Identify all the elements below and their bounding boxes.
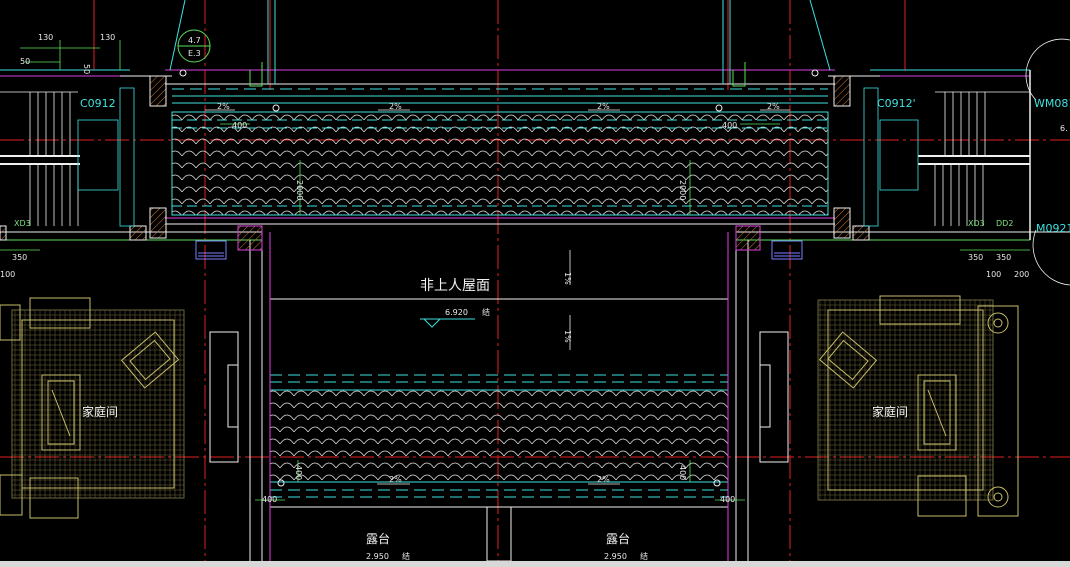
upper-roof-tiles (165, 83, 835, 216)
center-walls (0, 217, 1070, 562)
elevation-terrace-right-value: 2.950 (604, 552, 627, 561)
dim-50-b: 50 (82, 64, 91, 74)
dim-400-br: 400 (678, 465, 687, 480)
room-label-family-left: 家庭间 (82, 404, 118, 419)
dim-130-a: 130 (38, 33, 53, 42)
callout-top-text: 4.7 (188, 36, 201, 45)
elevation-terrace-left-note: 结 (402, 551, 410, 561)
dim-130-b: 130 (100, 33, 115, 42)
slope-top-1: 2% (217, 102, 230, 111)
dim-400-bll: 400 (262, 495, 277, 504)
dim-100-l: 100 (0, 270, 15, 279)
door-tag-right-bottom: M0921 (1036, 222, 1070, 235)
lower-roof-tiles (270, 298, 728, 508)
elevation-roof-note: 结 (482, 307, 490, 317)
dimension-lines (0, 40, 1030, 501)
callout-bottom-text: E.3 (188, 49, 201, 58)
window-tag-left: C0912 (80, 97, 116, 110)
dim-2000-r: 2000 (678, 180, 687, 200)
drains (179, 69, 819, 487)
dim-350-rb: 350 (996, 253, 1011, 262)
dim-400-tr: 400 (722, 121, 737, 130)
columns (0, 75, 870, 251)
dim-400-bl: 400 (294, 465, 303, 480)
ac-units (195, 240, 803, 260)
dim-400-brr: 400 (720, 495, 735, 504)
door-tag-right-top: WM0811 (1034, 97, 1070, 110)
elevation-roof-value: 6.920 (445, 308, 468, 317)
right-family-room-furniture (759, 295, 1019, 517)
slope-bottom-1: 2% (389, 475, 402, 484)
labels: 非上人屋面 家庭间 家庭间 露台 露台 6.920 结 2.950 结 2.95… (0, 33, 1070, 561)
dim-100-r: 100 (986, 270, 1001, 279)
slope-arrows (205, 109, 790, 485)
dim-200-r: 200 (1014, 270, 1029, 279)
dim-350-ra: 350 (968, 253, 983, 262)
elevation-terrace-left-value: 2.950 (366, 552, 389, 561)
elevation-marker-roof (420, 318, 475, 328)
slope-top-4: 2% (767, 102, 780, 111)
slope-center-upper: 1% (563, 272, 572, 285)
small-tag-right-b: DD2 (996, 219, 1013, 228)
window-tag-right: C0912' (877, 97, 916, 110)
top-parapets (0, 0, 1030, 87)
small-tag-left: XD3 (14, 219, 31, 228)
room-label-roof: 非上人屋面 (420, 278, 490, 294)
room-label-family-right: 家庭间 (872, 404, 908, 419)
room-label-terrace-left: 露台 (366, 531, 390, 546)
elevation-terrace-right-note: 结 (640, 551, 648, 561)
detail-callout (177, 29, 211, 63)
status-bar (0, 561, 1070, 567)
right-stair (863, 38, 1070, 286)
left-family-room-furniture (0, 297, 239, 519)
slope-top-3: 2% (597, 102, 610, 111)
dim-400-tl: 400 (232, 121, 247, 130)
room-label-terrace-right: 露台 (606, 531, 630, 546)
dim-2000-l: 2000 (295, 180, 304, 200)
slope-center-lower: 1% (563, 330, 572, 343)
slope-top-2: 2% (389, 102, 402, 111)
dim-350-l: 350 (12, 253, 27, 262)
detail-top-right-text: 6. (1060, 124, 1068, 133)
small-tag-right-a: XD3 (968, 219, 985, 228)
slope-bottom-2: 2% (597, 475, 610, 484)
left-stair (0, 87, 135, 227)
dim-50-a: 50 (20, 57, 30, 66)
